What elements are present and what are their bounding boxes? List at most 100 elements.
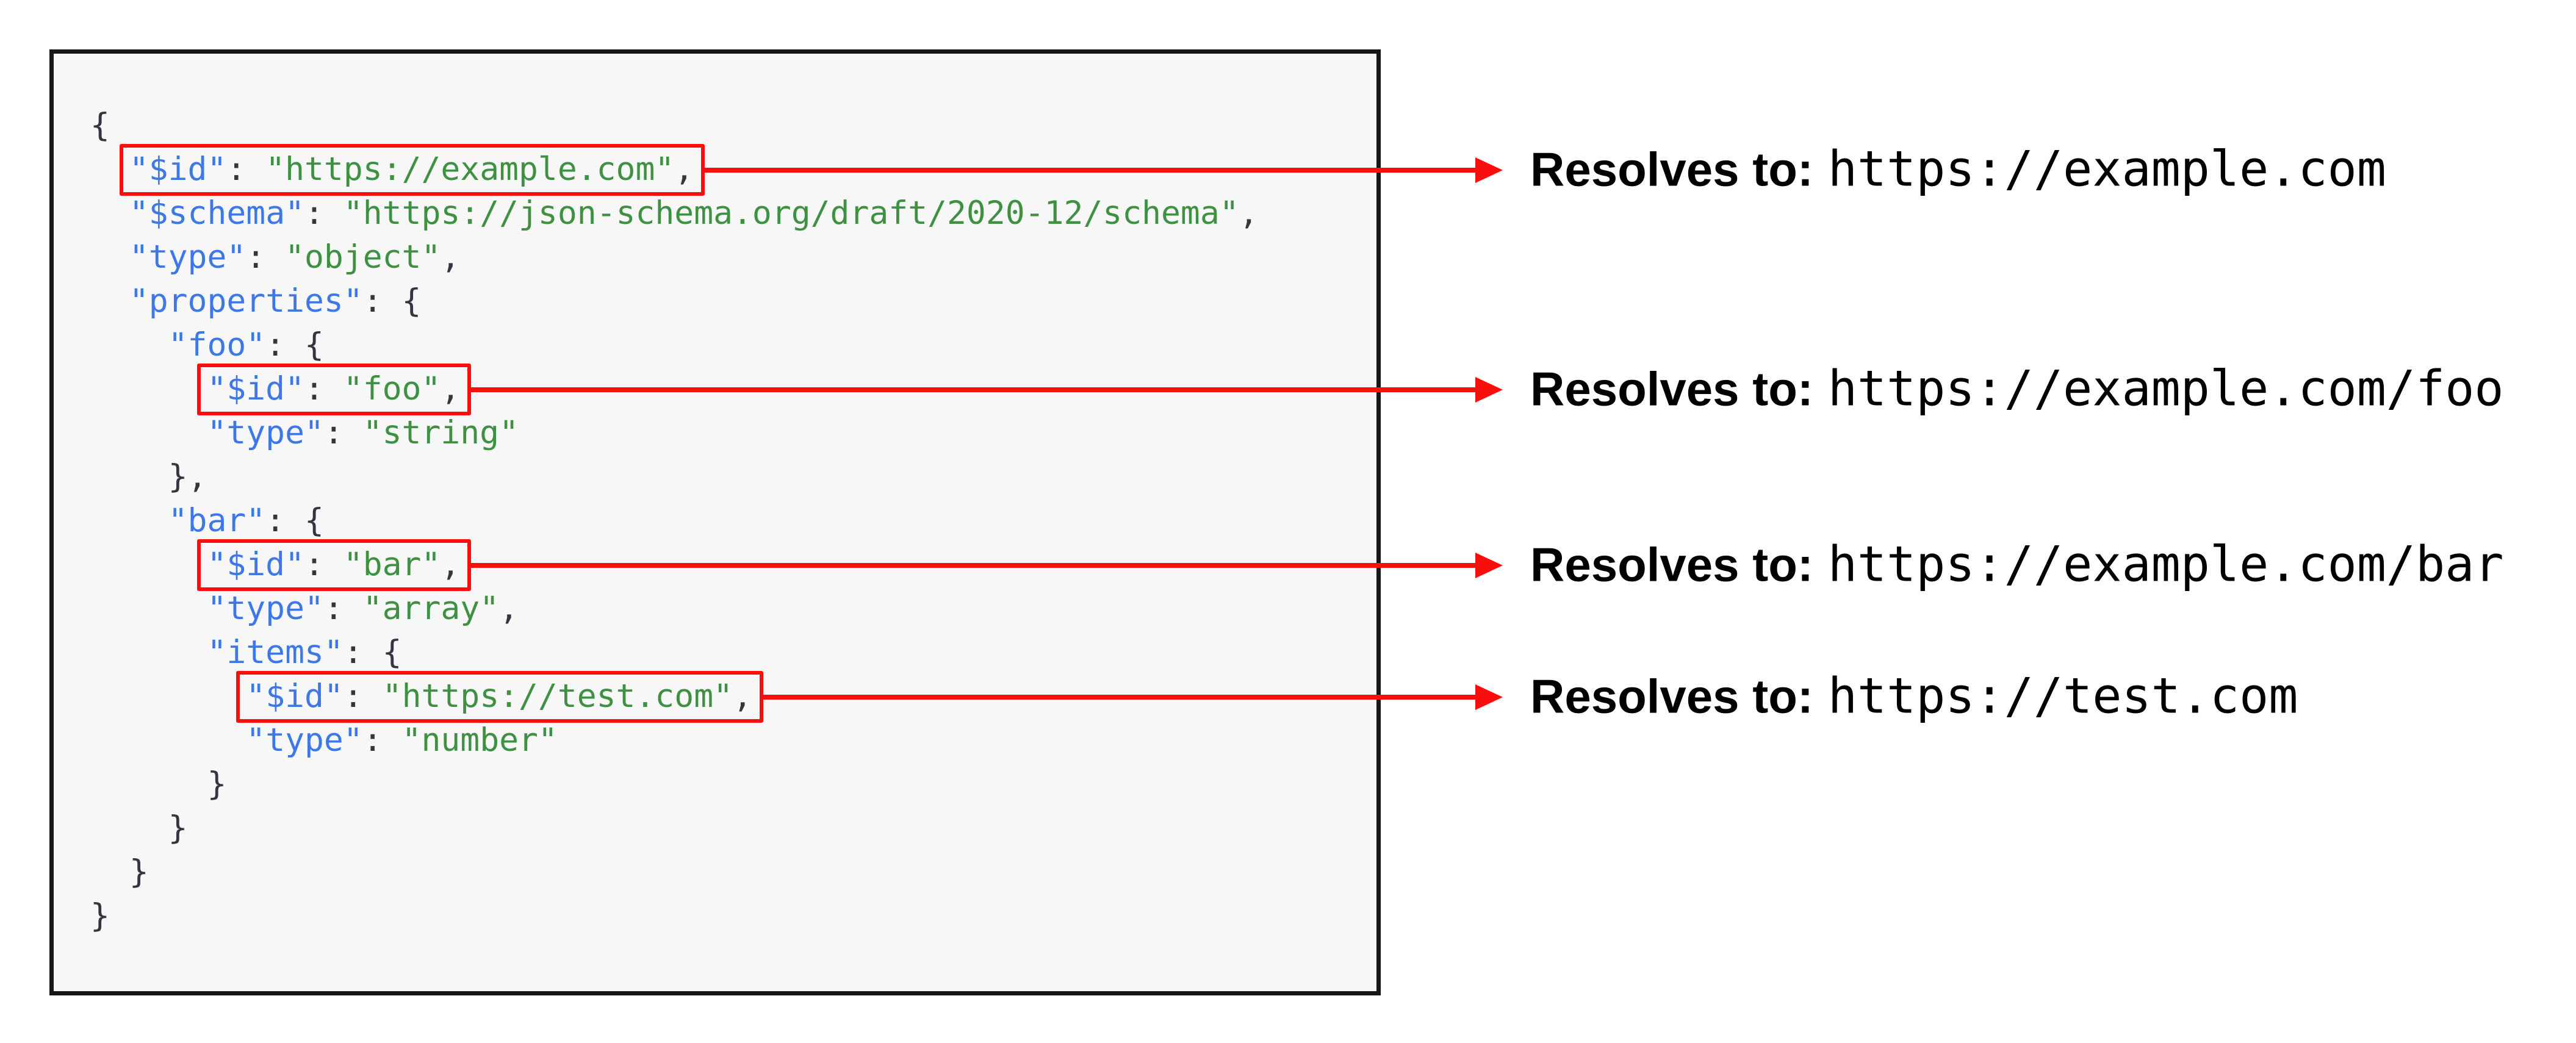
json-punctuation: , (1239, 195, 1259, 232)
json-string: "bar" (343, 546, 441, 583)
json-punctuation: : (323, 590, 363, 627)
arrow-line (470, 563, 1477, 568)
resolves-label: Resolves to: (1530, 362, 1813, 416)
json-key: "$id" (207, 370, 304, 407)
json-key: "type" (129, 238, 246, 276)
resolves-annotation: Resolves to: https://example.com/foo (1530, 360, 2504, 417)
code-indent (90, 282, 129, 320)
code-line: "foo": { (90, 323, 1364, 367)
arrow-head-icon (1475, 684, 1503, 710)
json-string: "number" (401, 722, 558, 759)
id-highlight-box: "$id": "bar", (197, 539, 472, 591)
code-indent (90, 634, 207, 671)
json-punctuation: : (246, 238, 286, 276)
json-schema-code-block: { "$id": "https://example.com", "$schema… (49, 49, 1381, 995)
json-punctuation: , (441, 238, 461, 276)
json-key: "properties" (129, 282, 363, 320)
code-line: } (90, 806, 1364, 850)
json-punctuation: : { (343, 634, 402, 671)
json-key: "items" (207, 634, 344, 671)
code-indent (90, 195, 129, 232)
json-punctuation: } (207, 765, 227, 803)
json-string: "object" (285, 238, 441, 276)
code-line: "$id": "foo", (90, 364, 1364, 415)
json-string: "https://test.com" (382, 678, 733, 715)
json-punctuation: : { (362, 282, 422, 320)
code-indent (90, 765, 207, 803)
json-punctuation: } (90, 897, 110, 934)
json-punctuation: : { (265, 502, 324, 539)
json-punctuation: : (323, 414, 363, 451)
arrow-line (761, 695, 1477, 700)
id-highlight-box: "$id": "https://test.com", (236, 671, 763, 723)
json-punctuation: , (499, 590, 519, 627)
json-key: "type" (207, 590, 324, 627)
json-key: "type" (207, 414, 324, 451)
json-punctuation: , (674, 151, 694, 188)
resolves-label: Resolves to: (1530, 537, 1813, 592)
arrow-head-icon (1475, 157, 1503, 183)
code-content: { "$id": "https://example.com", "$schema… (54, 54, 1376, 938)
json-string: "foo" (343, 370, 441, 407)
json-punctuation: , (441, 546, 461, 583)
code-indent (90, 238, 129, 276)
code-line: { (90, 104, 1364, 148)
resolved-url: https://example.com/bar (1827, 536, 2504, 593)
code-line: } (90, 850, 1364, 894)
resolved-url: https://example.com (1827, 140, 2386, 198)
json-punctuation: : (343, 678, 383, 715)
code-line: "type": "number" (90, 719, 1364, 762)
code-line: "$id": "bar", (90, 539, 1364, 591)
code-line: "$id": "https://example.com", (90, 144, 1364, 196)
code-indent (90, 546, 207, 583)
code-line: "type": "object", (90, 235, 1364, 279)
json-punctuation: : (226, 151, 266, 188)
resolves-annotation: Resolves to: https://test.com (1530, 668, 2298, 725)
resolves-label: Resolves to: (1530, 669, 1813, 723)
code-indent (90, 370, 207, 407)
json-punctuation: : { (265, 326, 324, 364)
code-indent (90, 809, 168, 847)
json-punctuation: } (168, 809, 188, 847)
code-indent (90, 853, 129, 891)
json-punctuation: : (304, 546, 344, 583)
code-line: "type": "string" (90, 411, 1364, 455)
json-punctuation: : (304, 195, 344, 232)
json-key: "bar" (168, 502, 266, 539)
code-line: } (90, 894, 1364, 938)
code-indent (90, 458, 168, 495)
resolved-url: https://test.com (1827, 667, 2298, 725)
id-highlight-box: "$id": "https://example.com", (119, 144, 705, 196)
json-punctuation: : (304, 370, 344, 407)
code-indent (90, 414, 207, 451)
resolved-url: https://example.com/foo (1827, 360, 2504, 417)
json-punctuation: : (362, 722, 402, 759)
resolves-annotation: Resolves to: https://example.com (1530, 141, 2386, 198)
code-line: } (90, 762, 1364, 806)
code-line: "$schema": "https://json-schema.org/draf… (90, 192, 1364, 235)
resolves-annotation: Resolves to: https://example.com/bar (1530, 536, 2504, 593)
code-indent (90, 590, 207, 627)
id-highlight-box: "$id": "foo", (197, 364, 472, 415)
json-string: "https://example.com" (265, 151, 675, 188)
code-line: "bar": { (90, 499, 1364, 543)
arrow-line (470, 387, 1477, 392)
code-indent (90, 326, 168, 364)
arrow-head-icon (1475, 377, 1503, 403)
json-key: "foo" (168, 326, 266, 364)
code-line: "properties": { (90, 279, 1364, 323)
json-key: "$id" (129, 151, 227, 188)
code-line: "items": { (90, 631, 1364, 675)
code-line: "$id": "https://test.com", (90, 671, 1364, 723)
json-key: "$schema" (129, 195, 305, 232)
resolves-label: Resolves to: (1530, 142, 1813, 196)
json-string: "string" (362, 414, 519, 451)
arrow-line (703, 168, 1477, 173)
code-indent (90, 722, 246, 759)
json-string: "array" (362, 590, 500, 627)
json-key: "type" (246, 722, 363, 759)
json-key: "$id" (246, 678, 344, 715)
code-indent (90, 502, 168, 539)
json-punctuation: } (129, 853, 149, 891)
